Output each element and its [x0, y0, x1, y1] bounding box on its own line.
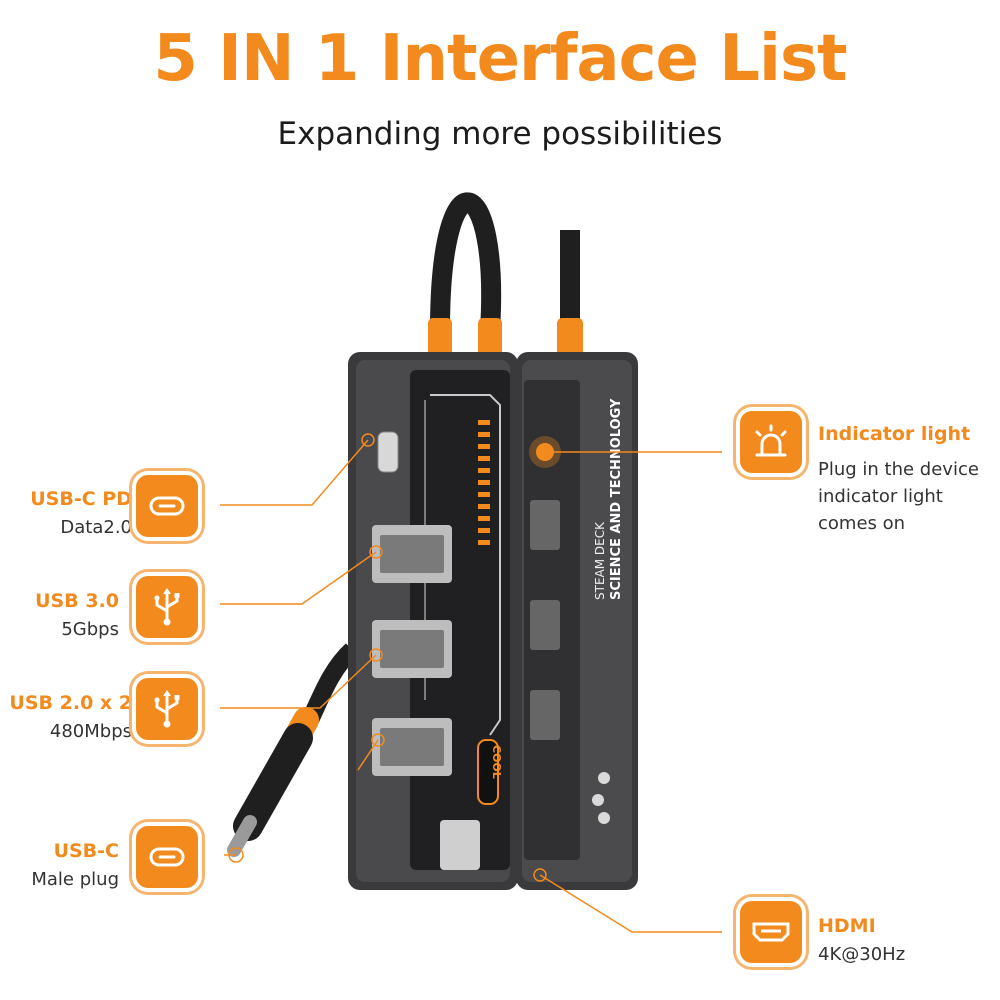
usb-c-pd-title: USB-C PD: [30, 488, 132, 510]
usb2-icon-box: [136, 678, 198, 740]
hdmi-sub: 4K@30Hz: [818, 944, 906, 965]
usb-c-pd-sub: Data2.0: [60, 517, 132, 538]
usb-c-male-icon-box: [136, 826, 198, 888]
indicator-line-3: comes on: [818, 513, 906, 534]
hdmi-icon: [752, 922, 790, 942]
usb-c-icon: [149, 496, 185, 516]
hdmi-title: HDMI: [818, 915, 876, 937]
alarm-light-icon: [755, 424, 787, 457]
tech-line-text: SCIENCE AND TECHNOLOGY: [609, 398, 624, 600]
indicator-title: Indicator light: [818, 423, 971, 445]
cool-badge-text: COOL: [490, 745, 503, 779]
usb3-sub: 5Gbps: [61, 619, 119, 640]
brand-line-text: STEAM DECK: [593, 521, 607, 600]
usb-c-icon: [149, 847, 185, 867]
indicator-icon-box: [740, 411, 802, 473]
indicator-line-2: indicator light: [818, 486, 943, 507]
usb-c-male-title: USB-C: [53, 840, 119, 862]
usb-trident-icon: [154, 690, 180, 728]
hdmi-icon-box: [740, 901, 802, 963]
usb3-title: USB 3.0: [35, 590, 119, 612]
usb-c-male-sub: Male plug: [31, 869, 119, 890]
usb-trident-icon: [154, 588, 180, 626]
usb2-title: USB 2.0 x 2: [9, 692, 132, 714]
usb2-sub: 480Mbps: [49, 721, 132, 742]
usb3-icon-box: [136, 576, 198, 638]
indicator-line-1: Plug in the device: [818, 459, 979, 480]
page-subtitle: Expanding more possibilities: [277, 116, 723, 152]
usb-c-pd-icon-box: [136, 475, 198, 537]
page-title: 5 IN 1 Interface List: [153, 22, 847, 96]
